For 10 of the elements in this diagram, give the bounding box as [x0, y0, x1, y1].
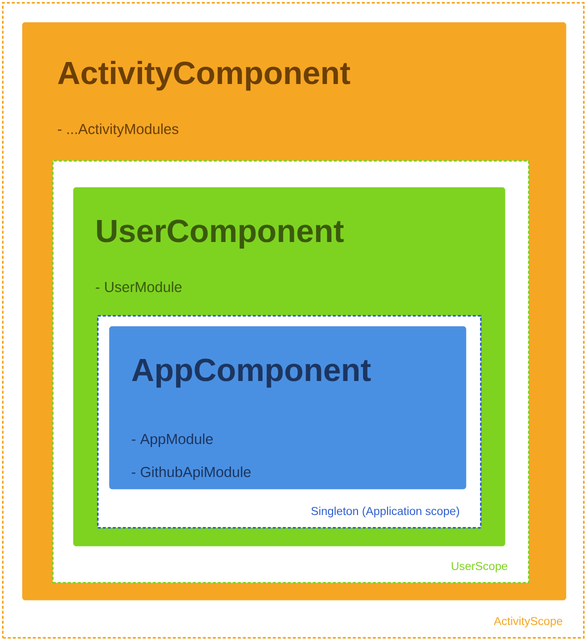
scope-label: UserScope	[452, 562, 508, 572]
component-title: UserComponent	[97, 220, 344, 249]
module-item: - ...ActivityModules	[58, 124, 178, 137]
module-item: - UserModule	[96, 281, 182, 292]
component-title: AppComponent	[132, 358, 371, 388]
module-item: - AppModule	[132, 433, 213, 447]
scope-label: Singleton (Application scope)	[311, 506, 460, 518]
module-item: - GithubApiModule	[132, 466, 251, 480]
scope-label: ActivityScope	[494, 616, 562, 628]
component-title: ActivityComponent	[58, 60, 350, 91]
